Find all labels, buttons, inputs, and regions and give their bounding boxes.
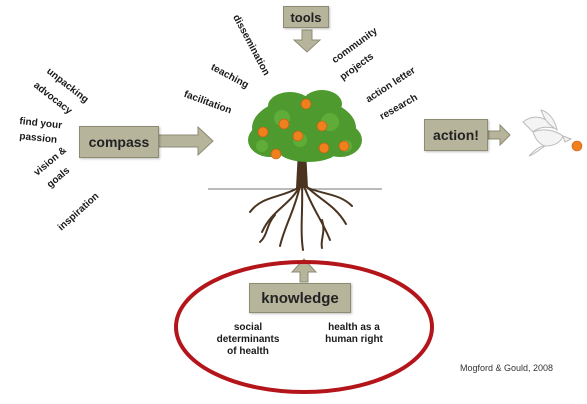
compass-right-arrow [157,125,214,157]
knowledge-up-arrow [290,258,318,283]
compass-box-label: compass [88,134,150,150]
bird-icon [522,109,583,157]
tools-box-label: tools [290,9,322,25]
knowledge-right-line-2: human right [325,334,383,345]
knowledge-box: knowledge [249,283,351,313]
knowledge-left-line-3: of health [227,346,269,357]
knowledge-box-label: knowledge [261,289,339,307]
compass-box: compass [79,126,159,158]
knowledge-right-line-1: health as a [328,322,380,333]
knowledge-item-human-right: health as a human right [314,322,394,346]
citation: Mogford & Gould, 2008 [460,363,554,373]
action-box: action! [424,119,488,151]
knowledge-left-line-2: determinants [216,334,280,345]
tools-box: tools [283,6,329,28]
knowledge-left-line-1: social [233,322,263,333]
knowledge-ellipse [174,260,434,394]
action-box-label: action! [433,127,479,143]
tools-down-arrow [292,29,322,53]
action-right-arrow [487,123,511,147]
knowledge-item-social-determinants: social determinants of health [208,322,288,358]
